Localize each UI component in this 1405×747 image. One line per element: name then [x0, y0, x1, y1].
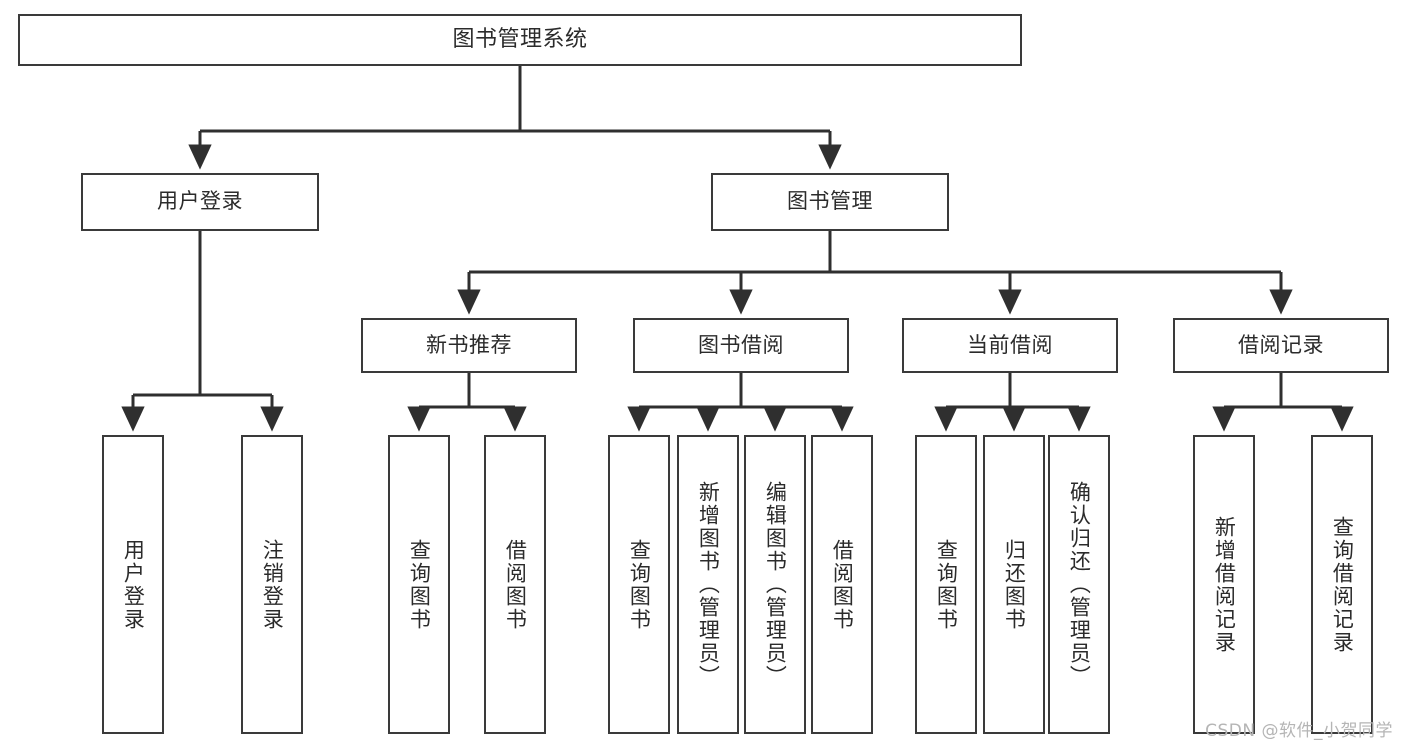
node-leaf-query-book-1[interactable]: 查询图书 — [388, 435, 450, 734]
node-leaf-borrow-book-1[interactable]: 借阅图书 — [484, 435, 546, 734]
node-leaf-query-record[interactable]: 查询借阅记录 — [1311, 435, 1373, 734]
node-leaf-user-logout-label: 注销登录 — [260, 538, 285, 631]
node-leaf-user-login[interactable]: 用户登录 — [102, 435, 164, 734]
node-book-manage[interactable]: 图书管理 — [711, 173, 949, 231]
node-leaf-confirm-return-label: 确认归还（管理员） — [1067, 481, 1092, 688]
node-leaf-query-book-2[interactable]: 查询图书 — [608, 435, 670, 734]
node-user-login[interactable]: 用户登录 — [81, 173, 319, 231]
node-new-book-rec-label: 新书推荐 — [426, 332, 512, 357]
node-root[interactable]: 图书管理系统 — [18, 14, 1022, 66]
node-current-borrow[interactable]: 当前借阅 — [902, 318, 1118, 373]
node-leaf-user-logout[interactable]: 注销登录 — [241, 435, 303, 734]
node-leaf-edit-book[interactable]: 编辑图书（管理员） — [744, 435, 806, 734]
node-leaf-query-book-3-label: 查询图书 — [934, 538, 959, 631]
node-leaf-borrow-book-1-label: 借阅图书 — [503, 538, 528, 631]
node-current-borrow-label: 当前借阅 — [967, 332, 1053, 357]
node-leaf-user-login-label: 用户登录 — [121, 538, 146, 631]
node-leaf-query-book-3[interactable]: 查询图书 — [915, 435, 977, 734]
node-leaf-edit-book-label: 编辑图书（管理员） — [763, 481, 788, 688]
node-leaf-query-record-label: 查询借阅记录 — [1330, 515, 1355, 654]
node-user-login-label: 用户登录 — [157, 189, 243, 214]
node-new-book-rec[interactable]: 新书推荐 — [361, 318, 577, 373]
node-leaf-add-book[interactable]: 新增图书（管理员） — [677, 435, 739, 734]
node-book-borrow[interactable]: 图书借阅 — [633, 318, 849, 373]
node-leaf-add-book-label: 新增图书（管理员） — [696, 481, 721, 688]
node-leaf-confirm-return[interactable]: 确认归还（管理员） — [1048, 435, 1110, 734]
node-leaf-query-book-2-label: 查询图书 — [627, 538, 652, 631]
node-leaf-borrow-book-2[interactable]: 借阅图书 — [811, 435, 873, 734]
node-root-label: 图书管理系统 — [452, 26, 588, 52]
node-leaf-borrow-book-2-label: 借阅图书 — [830, 538, 855, 631]
node-book-manage-label: 图书管理 — [787, 189, 873, 214]
watermark: CSDN @软件_小贺同学 — [1205, 721, 1393, 741]
node-book-borrow-label: 图书借阅 — [698, 332, 784, 357]
node-borrow-record-label: 借阅记录 — [1238, 332, 1324, 357]
node-leaf-query-book-1-label: 查询图书 — [407, 538, 432, 631]
node-leaf-add-record-label: 新增借阅记录 — [1212, 515, 1237, 654]
node-leaf-add-record[interactable]: 新增借阅记录 — [1193, 435, 1255, 734]
node-borrow-record[interactable]: 借阅记录 — [1173, 318, 1389, 373]
node-leaf-return-book[interactable]: 归还图书 — [983, 435, 1045, 734]
node-leaf-return-book-label: 归还图书 — [1002, 538, 1027, 631]
